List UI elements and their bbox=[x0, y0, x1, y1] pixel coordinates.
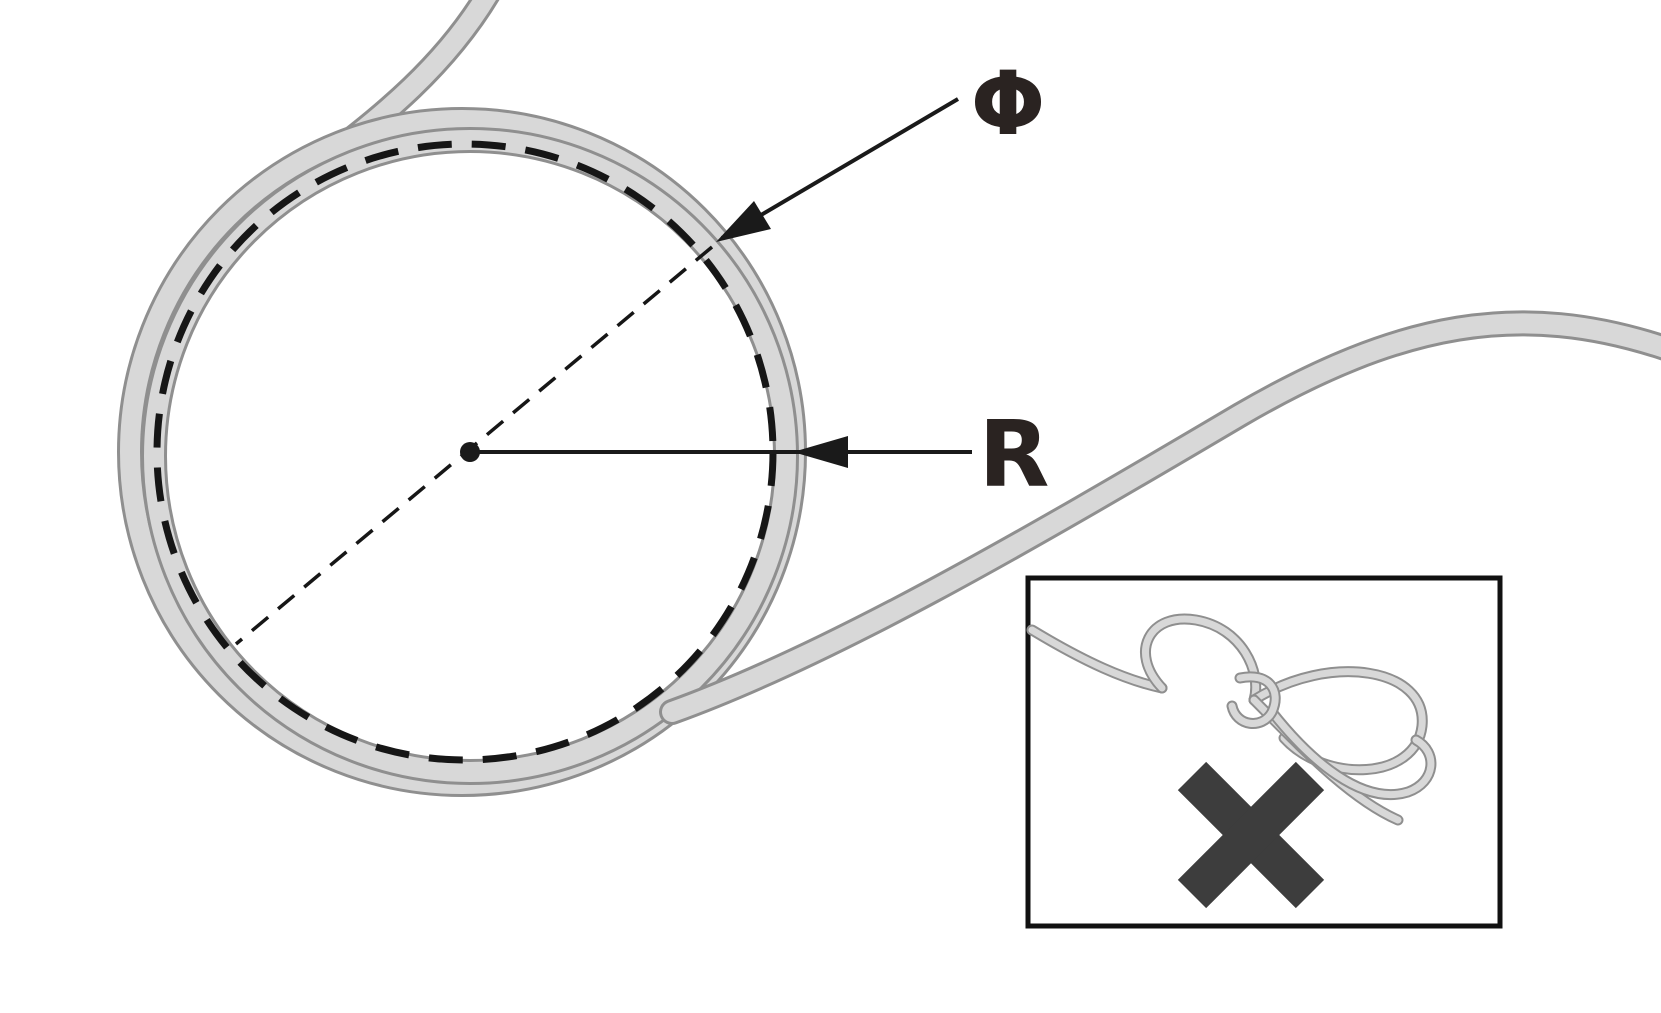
radius-label: R bbox=[979, 401, 1050, 508]
knotted-cable bbox=[1026, 613, 1437, 826]
x-mark-icon bbox=[1177, 761, 1325, 909]
radius-arrowhead-icon bbox=[793, 436, 848, 468]
center-point bbox=[460, 442, 480, 462]
cable-exit-fill bbox=[662, 313, 1661, 722]
diameter-arrowhead-icon bbox=[716, 201, 771, 242]
cable-entry-fill bbox=[142, 0, 496, 428]
x-mark-stroke-2 bbox=[1177, 761, 1325, 909]
warning-inset bbox=[1025, 575, 1503, 929]
knot-center-wrap-fill bbox=[1228, 673, 1279, 727]
knot-entry-fill bbox=[1028, 626, 1166, 692]
knot-right-loop-fill bbox=[1250, 668, 1426, 774]
knot-tail-hook-fill bbox=[1268, 708, 1435, 798]
cable-loop-inner-fill bbox=[144, 130, 796, 782]
diameter-label: Φ bbox=[971, 52, 1046, 155]
